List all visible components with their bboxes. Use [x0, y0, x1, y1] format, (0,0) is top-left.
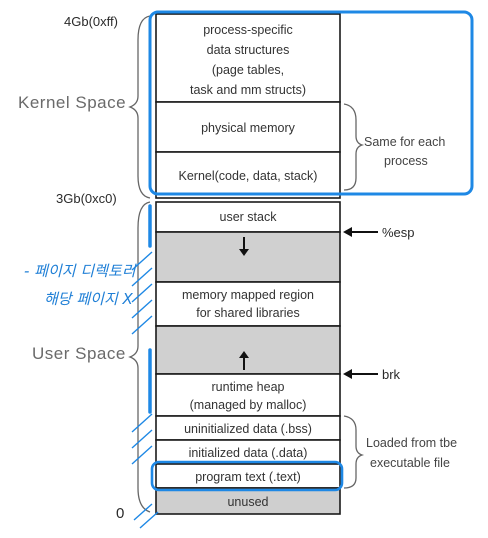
text-label: program text (.text)	[195, 470, 301, 484]
segment-mmap-region	[155, 281, 341, 327]
data-label: initialized data (.data)	[189, 446, 308, 460]
shared-brace	[343, 103, 365, 191]
user-space-label: User Space	[32, 344, 126, 363]
stack-growth-arrow	[239, 237, 249, 256]
loaded-note-line2: executable file	[370, 456, 450, 470]
process-specific-line1: process-specific	[203, 23, 293, 37]
loaded-brace	[343, 415, 365, 489]
loaded-note-line1: Loaded from tbe	[366, 436, 457, 450]
process-specific-line4: task and mm structs)	[190, 83, 306, 97]
text-segment-highlight	[150, 460, 344, 492]
unused-label: unused	[227, 495, 268, 509]
segment-kernel-code	[155, 151, 341, 199]
address-top: 4Gb(0xff)	[64, 14, 118, 29]
kernel-space-brace	[128, 15, 151, 199]
mmap-region-line2: for shared libraries	[196, 306, 300, 320]
kernel-space-label: Kernel Space	[18, 93, 126, 112]
segment-user-stack	[155, 201, 341, 233]
mmap-region-line1: memory mapped region	[182, 288, 314, 302]
segment-physical-memory	[155, 101, 341, 153]
bss-label: uninitialized data (.bss)	[184, 422, 312, 436]
segment-process-specific	[155, 13, 341, 103]
segment-heap-gap	[155, 325, 341, 375]
segment-stack-gap	[155, 231, 341, 283]
handwritten-note-2: 해당 페이지 X	[44, 290, 134, 308]
physical-memory-label: physical memory	[201, 121, 296, 135]
same-note-line1: Same for each	[364, 135, 445, 149]
runtime-heap-line2: (managed by malloc)	[190, 398, 307, 412]
address-kernel-boundary: 3Gb(0xc0)	[56, 191, 117, 206]
segments	[155, 13, 341, 515]
process-specific-line2: data structures	[207, 43, 290, 57]
handwritten-note-1: - 페이지 디렉토리	[24, 262, 137, 280]
same-note-line2: process	[384, 154, 428, 168]
heap-growth-arrow	[239, 351, 249, 370]
kernel-code-label: Kernel(code, data, stack)	[179, 169, 318, 183]
segment-labels: process-specific data structures (page t…	[179, 23, 318, 509]
esp-pointer: %esp	[343, 225, 415, 240]
segment-text	[155, 463, 341, 489]
segment-unused	[155, 487, 341, 515]
address-bottom: 0	[116, 505, 124, 522]
segment-runtime-heap	[155, 373, 341, 417]
user-space-brace	[128, 201, 151, 513]
segment-data	[155, 439, 341, 465]
brk-pointer: brk	[343, 367, 401, 382]
brk-label: brk	[382, 367, 401, 382]
esp-label: %esp	[382, 225, 415, 240]
runtime-heap-line1: runtime heap	[212, 380, 285, 394]
kernel-highlight-box	[148, 10, 474, 196]
process-specific-line3: (page tables,	[212, 63, 284, 77]
user-stack-label: user stack	[220, 210, 278, 224]
hatch-marks	[131, 251, 159, 529]
